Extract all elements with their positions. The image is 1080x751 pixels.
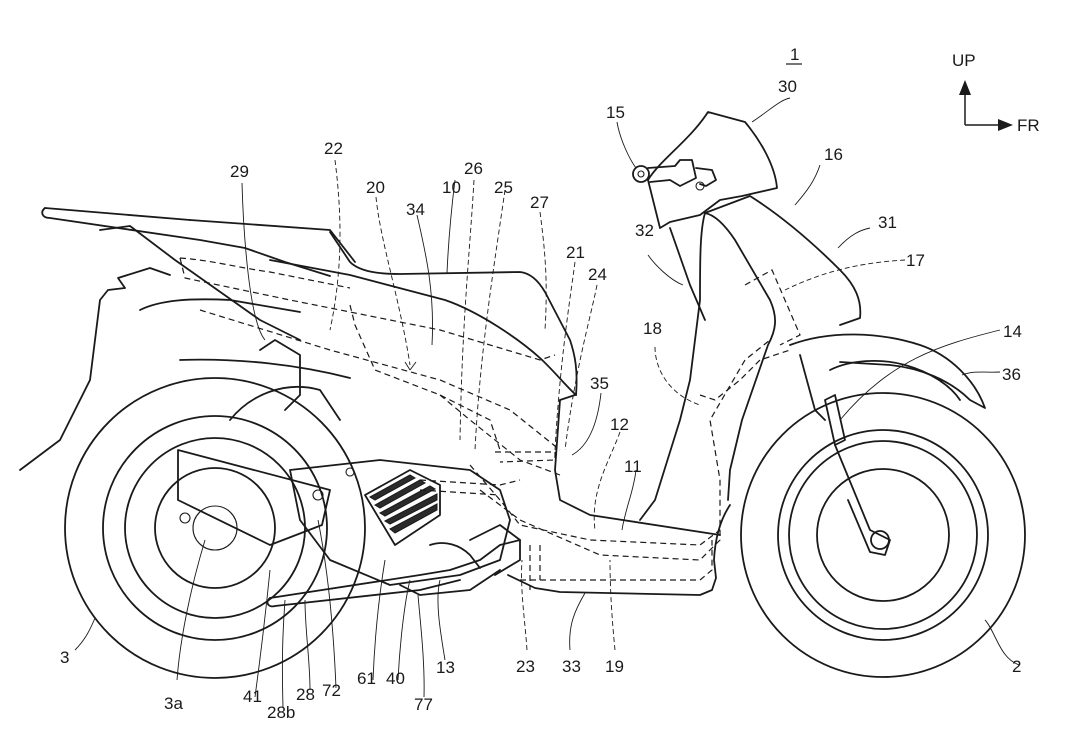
label-20: 20 (366, 178, 385, 197)
rear-fender (19, 207, 356, 471)
label-17: 17 (906, 251, 925, 270)
label-72: 72 (322, 681, 341, 700)
label-3a: 3a (164, 694, 183, 713)
front-arrow-icon (998, 119, 1013, 131)
label-22: 22 (324, 139, 343, 158)
label-40: 40 (386, 669, 405, 688)
figure-numeral: 1 (790, 45, 799, 64)
front-fender-fork (789, 333, 986, 556)
label-25: 25 (494, 178, 513, 197)
hidden-frame (179, 257, 801, 590)
label-33: 33 (562, 657, 581, 676)
label-18: 18 (643, 319, 662, 338)
label-23: 23 (516, 657, 535, 676)
label-31: 31 (878, 213, 897, 232)
striped-cover (364, 469, 441, 546)
label-35: 35 (590, 374, 609, 393)
body-cover (139, 231, 578, 396)
label-28: 28 (296, 685, 315, 704)
up-arrow-icon (959, 80, 971, 95)
label-61: 61 (357, 669, 376, 688)
up-label: UP (952, 51, 976, 70)
label-30: 30 (778, 77, 797, 96)
label-2: 2 (1012, 657, 1021, 676)
label-29: 29 (230, 162, 249, 181)
reference-labels: 30 15 16 31 17 14 36 32 18 35 12 11 29 2… (60, 77, 1022, 722)
label-32: 32 (635, 221, 654, 240)
label-21: 21 (566, 243, 585, 262)
label-28b: 28b (267, 703, 295, 722)
front-wheel (740, 392, 1026, 678)
label-19: 19 (605, 657, 624, 676)
label-14: 14 (1003, 322, 1022, 341)
label-26: 26 (464, 159, 483, 178)
label-16: 16 (824, 145, 843, 164)
leader-lines (74, 97, 1021, 708)
label-36: 36 (1002, 365, 1021, 384)
label-24: 24 (588, 265, 607, 284)
label-15: 15 (606, 103, 625, 122)
label-10: 10 (442, 178, 461, 197)
orientation-indicator: UP FR (952, 51, 1040, 135)
label-13: 13 (436, 658, 455, 677)
label-27: 27 (530, 193, 549, 212)
label-41: 41 (243, 687, 262, 706)
label-34: 34 (406, 200, 425, 219)
front-body (507, 111, 862, 596)
front-label: FR (1017, 116, 1040, 135)
label-11: 11 (624, 457, 642, 476)
power-unit (177, 339, 521, 608)
label-3: 3 (60, 648, 69, 667)
label-12: 12 (610, 415, 629, 434)
label-77: 77 (414, 695, 433, 714)
